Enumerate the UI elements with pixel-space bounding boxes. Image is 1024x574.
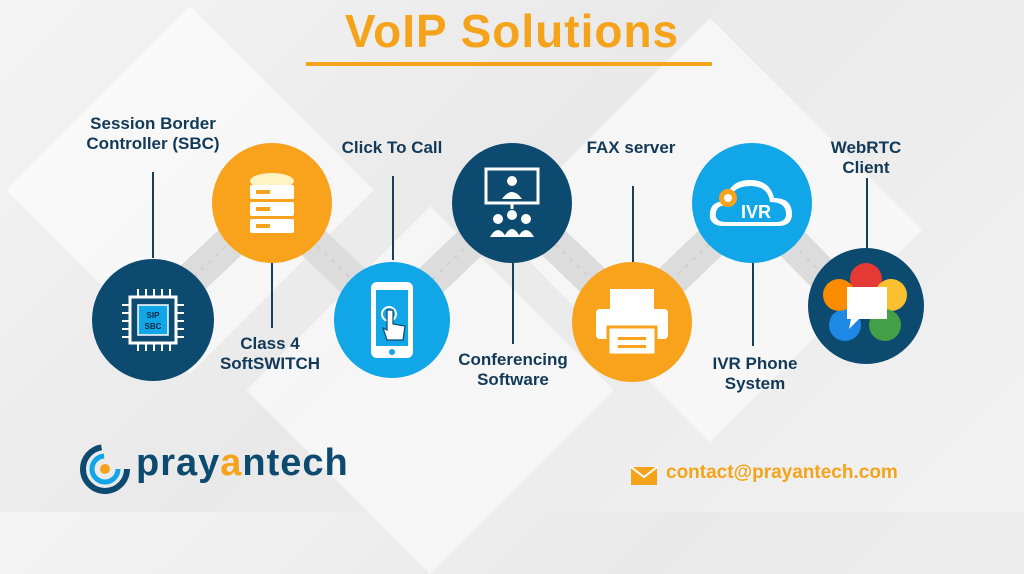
label-class4-line2: SoftSWITCH (219, 354, 321, 373)
stem-fax (632, 186, 634, 264)
label-ivr: IVR Phone System (690, 354, 820, 394)
label-fax: FAX server (586, 138, 676, 157)
conference-icon (484, 167, 540, 237)
label-conf-line1: Conferencing (458, 350, 568, 369)
contact-email[interactable]: contact@prayantech.com (666, 462, 898, 483)
label-webrtc: WebRTC Client (808, 138, 924, 178)
phone-touch-icon (371, 282, 413, 358)
label-class4: Class 4 SoftSWITCH (200, 334, 340, 374)
stem-class4 (271, 262, 273, 328)
chip-line2: SBC (145, 322, 162, 331)
label-sbc-line2: Controller (SBC) (86, 134, 220, 153)
label-ivr-line1: IVR Phone (712, 354, 798, 373)
prayantech-logo-icon (80, 444, 130, 494)
label-conf-line2: Software (477, 370, 549, 389)
stem-click (392, 176, 394, 260)
brand-prefix: pray (136, 442, 221, 484)
brand-name: prayantech (136, 442, 349, 485)
label-click-to-call: Click To Call (341, 138, 443, 157)
page-title: VoIP Solutions (344, 5, 680, 57)
brand-mid: a (220, 442, 243, 484)
click-to-call-node (334, 262, 450, 378)
mail-icon (630, 466, 658, 485)
sbc-node: SIP SBC (92, 259, 214, 381)
title-underline (306, 62, 712, 66)
webrtc-node (808, 248, 924, 364)
printer-icon (596, 289, 668, 357)
fax-node (572, 262, 692, 382)
server-cloud-icon (250, 173, 294, 233)
label-sbc-line1: Session Border (90, 114, 216, 133)
stem-ivr (752, 262, 754, 346)
label-sbc: Session Border Controller (SBC) (68, 114, 238, 154)
label-webrtc-line2: Client (842, 158, 890, 177)
label-ivr-line2: System (724, 374, 786, 393)
stem-sbc (152, 172, 154, 258)
stem-conf (512, 262, 514, 344)
label-class4-line1: Class 4 (240, 334, 300, 353)
brand-suffix: ntech (242, 442, 349, 484)
ivr-cloud-icon: IVR (709, 180, 792, 226)
chip-line1: SIP (147, 311, 161, 320)
conferencing-node (452, 143, 572, 263)
stem-webrtc (866, 178, 868, 256)
class4-node (212, 143, 332, 263)
webrtc-icon (823, 263, 907, 341)
ivr-node: IVR (692, 143, 812, 263)
label-webrtc-line1: WebRTC (830, 138, 902, 157)
chip-icon: SIP SBC (122, 289, 184, 351)
ivr-badge: IVR (741, 202, 771, 222)
label-conferencing: Conferencing Software (440, 350, 586, 390)
